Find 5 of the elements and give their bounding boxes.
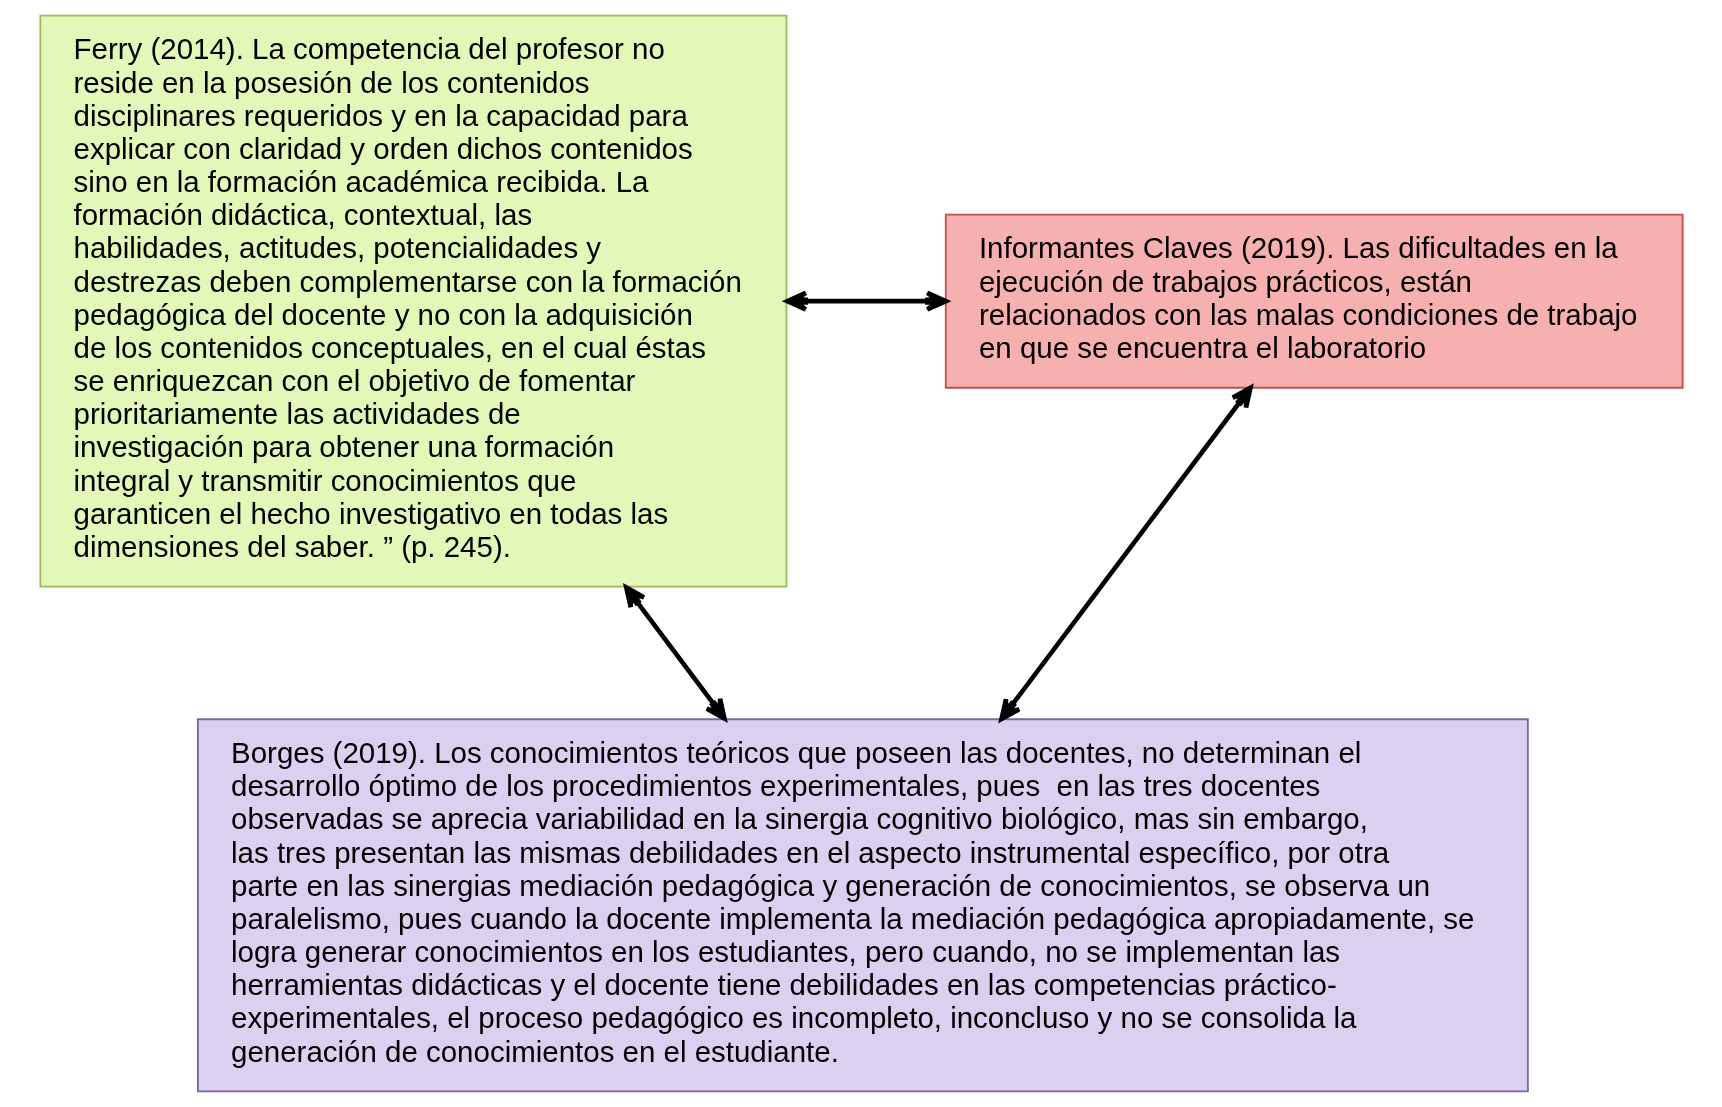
arrow [623,585,727,721]
node-box: Informantes Claves (2019). Las dificultades en la ejecución de trabajos prácticos, están relacionados con las malas condiciones de trabajo en que se encuentra el laboratorio [944,213,1684,389]
node-box: Borges (2019). Los conocimientos teóricos que poseen las docentes, no determinan el desarrollo óptimo de los procedimientos experimentales, pues en las tres docentes observadas se aprecia variabilidad en la sinergia cognitivo biológico, mas sin embargo, las tres presentan las mismas debilidades en el aspecto instrumental específico, por otra parte en las sinergias mediación pedagógica y generación de conocimientos, se observa un paralelismo, pues cuando la docente implementa la mediación pedagógica apropiadamente, se logra generar conocimientos en los estudiantes, pero cuando, no se implementan las herramientas didácticas y el docente tiene debilidades en las competencias práctico-experimentales, el proceso pedagógico es incompleto, inconcluso y no se consolida la generación de conocimientos en el estudiante. [196,718,1529,1093]
arrow [998,385,1253,722]
node-box: Ferry (2014). La competencia del profesor no reside en la posesión de los contenidos disciplinares requeridos y en la capacidad para explicar con claridad y orden dichos contenidos sino en la formación académica recibida. La formación didáctica, contextual, las habilidades, actitudes, potencialidades y destrezas deben complementarse con la formación pedagógica del docente y no con la adquisición de los contenidos conceptuales, en el cual éstas se enriquezcan con el objetivo de fomentar prioritariamente las actividades de investigación para obtener una formación integral y transmitir conocimientos que garanticen el hecho investigativo en todas las dimensiones del saber. ” (p. 245). [38,14,787,588]
